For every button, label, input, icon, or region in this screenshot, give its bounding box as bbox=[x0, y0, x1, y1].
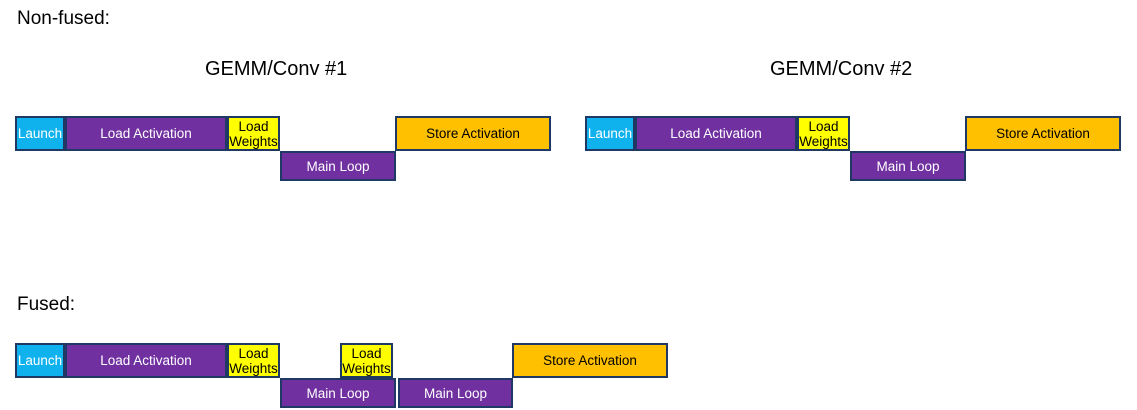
nonfused2-store-activation-block: Store Activation bbox=[965, 116, 1121, 151]
nonfused1-launch-block: Launch bbox=[15, 116, 65, 151]
nonfused2-launch-block-label: Launch bbox=[587, 126, 633, 141]
fused-section-label: Fused: bbox=[17, 294, 76, 315]
fused-store-activation-block-label: Store Activation bbox=[543, 353, 637, 368]
fused-load-weights-2-block-label: Load Weights bbox=[342, 345, 391, 376]
nonfused-section-label: Non-fused: bbox=[17, 8, 110, 29]
nonfused2-load-activation-block-label: Load Activation bbox=[670, 126, 762, 141]
nonfused2-load-activation-block: Load Activation bbox=[635, 116, 797, 151]
fused-main-loop-1-block-label: Main Loop bbox=[306, 385, 370, 401]
fused-main-loop-1-block: Main Loop bbox=[280, 378, 396, 408]
nonfused1-load-activation-block: Load Activation bbox=[65, 116, 227, 151]
nonfused1-main-loop-block: Main Loop bbox=[280, 151, 396, 181]
fused-load-activation-block: Load Activation bbox=[65, 343, 227, 378]
fused-load-weights-1-block: Load Weights bbox=[227, 343, 280, 378]
fused-store-activation-block: Store Activation bbox=[512, 343, 668, 378]
nonfused1-store-activation-block-label: Store Activation bbox=[426, 126, 520, 141]
fused-load-weights-2-block: Load Weights bbox=[340, 343, 393, 378]
fused-main-loop-2-block: Main Loop bbox=[398, 378, 513, 408]
nonfused1-store-activation-block: Store Activation bbox=[395, 116, 551, 151]
nonfused2-launch-block: Launch bbox=[585, 116, 635, 151]
nonfused1-load-weights-block: Load Weights bbox=[227, 116, 280, 151]
fused-main-loop-2-block-label: Main Loop bbox=[423, 385, 488, 401]
nonfused1-load-activation-block-label: Load Activation bbox=[100, 126, 192, 141]
fused-launch-block-label: Launch bbox=[17, 353, 63, 368]
nonfused2-main-loop-block-label: Main Loop bbox=[876, 158, 940, 174]
nonfused1-load-weights-block-label: Load Weights bbox=[229, 118, 278, 149]
nonfused2-load-weights-block: Load Weights bbox=[797, 116, 850, 151]
nonfused1-main-loop-block-label: Main Loop bbox=[306, 158, 370, 174]
nonfused2-main-loop-block: Main Loop bbox=[850, 151, 966, 181]
fused-launch-block: Launch bbox=[15, 343, 65, 378]
gemm-conv-1-title: GEMM/Conv #1 bbox=[205, 58, 348, 80]
fused-load-activation-block-label: Load Activation bbox=[100, 353, 192, 368]
gemm-conv-2-title: GEMM/Conv #2 bbox=[770, 58, 913, 80]
nonfused1-launch-block-label: Launch bbox=[17, 126, 63, 141]
nonfused2-store-activation-block-label: Store Activation bbox=[996, 126, 1090, 141]
fused-load-weights-1-block-label: Load Weights bbox=[229, 345, 278, 376]
nonfused2-load-weights-block-label: Load Weights bbox=[799, 118, 848, 149]
